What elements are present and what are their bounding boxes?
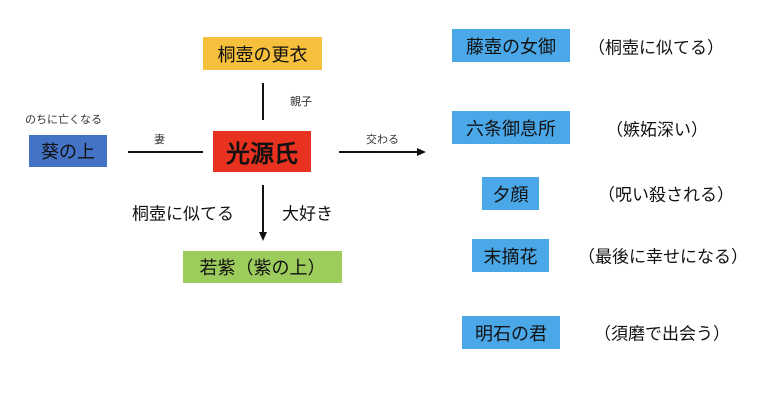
lover-akashi: 明石の君 — [462, 316, 560, 349]
node-murasaki: 若紫（紫の上） — [183, 251, 342, 283]
node-kiritsubo: 桐壺の更衣 — [203, 37, 322, 70]
label-affairs: 交わる — [366, 133, 399, 146]
lover-note-rokujo: （嫉妬深い） — [606, 120, 708, 141]
lover-note-suetsumuhana: （最後に幸せになる） — [578, 247, 748, 268]
label-wife: 妻 — [154, 133, 165, 146]
loves-arrowhead — [259, 232, 267, 241]
node-genji: 光源氏 — [213, 131, 311, 172]
affairs-arrowhead — [417, 148, 426, 156]
lover-yugao: 夕顔 — [482, 177, 539, 210]
label-resembles: 桐壺に似てる — [132, 204, 234, 225]
lover-rokujo: 六条御息所 — [452, 111, 570, 144]
label-aoi-note: のちに亡くなる — [25, 113, 102, 126]
lover-fujitsubo: 藤壺の女御 — [452, 29, 570, 62]
wife-line — [128, 151, 203, 153]
label-parent-child: 親子 — [290, 95, 312, 108]
lover-note-akashi: （須磨で出会う） — [594, 324, 730, 345]
affairs-arrow-line — [339, 151, 417, 153]
label-loves: 大好き — [282, 204, 333, 225]
lover-note-fujitsubo: （桐壺に似てる） — [588, 38, 724, 59]
lover-note-yugao: （呪い殺される） — [598, 185, 734, 206]
lover-suetsumuhana: 末摘花 — [472, 239, 549, 272]
node-aoi: 葵の上 — [29, 135, 107, 167]
parent-child-line — [262, 83, 264, 120]
loves-arrow-line — [262, 185, 264, 232]
